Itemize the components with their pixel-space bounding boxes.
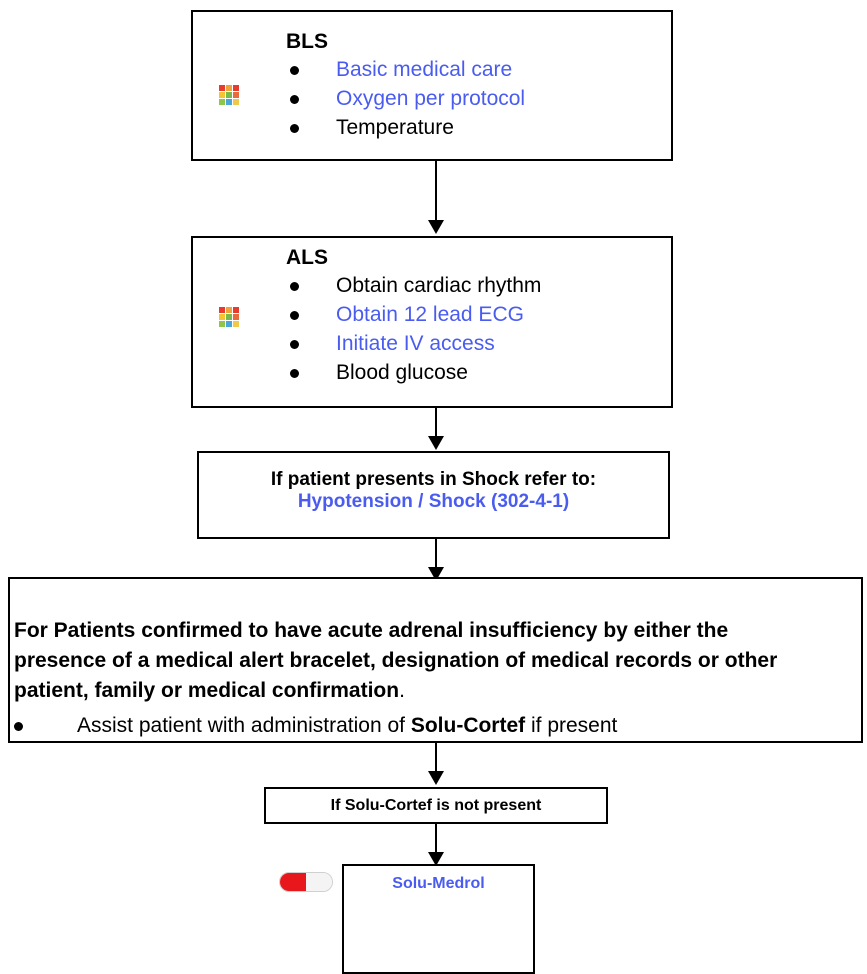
als-box: ALS Obtain cardiac rhythm Obtain 12 lead… xyxy=(191,236,673,408)
shock-box: If patient presents in Shock refer to: H… xyxy=(197,451,670,539)
arrowhead xyxy=(428,436,444,450)
connector-line xyxy=(435,408,437,438)
solu-cortef-instruction: Assist patient with administration of So… xyxy=(14,711,617,741)
connector-line xyxy=(435,743,437,773)
adrenal-paragraph: For Patients confirmed to have acute adr… xyxy=(14,616,794,706)
arrowhead xyxy=(428,220,444,234)
pill-icon xyxy=(279,872,333,892)
instruction-post: if present xyxy=(525,714,618,737)
not-present-box: If Solu-Cortef is not present xyxy=(264,787,608,824)
arrowhead xyxy=(428,852,444,866)
connector-line xyxy=(435,824,437,854)
als-title: ALS xyxy=(286,246,328,269)
als-item-blood-glucose: Blood glucose xyxy=(286,358,541,387)
adrenal-text: For Patients confirmed to have acute adr… xyxy=(14,619,778,702)
shock-link[interactable]: Hypotension / Shock (302-4-1) xyxy=(297,491,570,512)
adrenal-period: . xyxy=(399,679,405,702)
adrenal-box: For Patients confirmed to have acute adr… xyxy=(8,577,863,743)
bls-title: BLS xyxy=(286,30,328,53)
bls-item-oxygen[interactable]: Oxygen per protocol xyxy=(286,84,525,113)
arrowhead xyxy=(428,771,444,785)
als-item-12-lead-ecg[interactable]: Obtain 12 lead ECG xyxy=(286,300,541,329)
solu-medrol-link[interactable]: Solu-Medrol xyxy=(392,875,485,892)
color-grid-icon[interactable] xyxy=(219,307,239,327)
bls-item-basic-care[interactable]: Basic medical care xyxy=(286,55,525,84)
shock-text: If patient presents in Shock refer to: xyxy=(270,469,597,490)
bls-item-temperature: Temperature xyxy=(286,113,525,142)
bullet-dot xyxy=(14,721,23,731)
instruction-pre: Assist patient with administration of xyxy=(77,714,411,737)
solu-cortef-name: Solu-Cortef xyxy=(410,714,526,737)
color-grid-icon[interactable] xyxy=(219,85,239,105)
not-present-label: If Solu-Cortef is not present xyxy=(330,797,542,814)
als-item-cardiac-rhythm: Obtain cardiac rhythm xyxy=(286,271,541,300)
als-item-iv-access[interactable]: Initiate IV access xyxy=(286,329,541,358)
connector-line xyxy=(435,539,437,569)
bls-box: BLS Basic medical care Oxygen per protoc… xyxy=(191,10,673,161)
connector-line xyxy=(435,161,437,221)
solu-medrol-box: Solu-Medrol xyxy=(342,864,535,974)
